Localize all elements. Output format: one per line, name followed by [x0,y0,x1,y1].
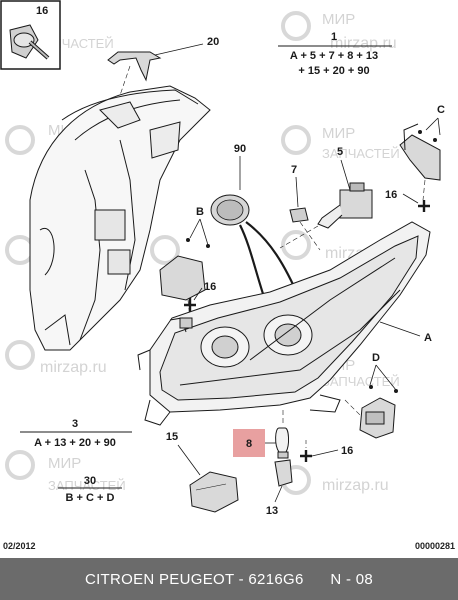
bracket-part-20: 20 [107,36,219,82]
callout-3: 3 [72,418,78,430]
bracket-part-d: D [344,352,398,439]
callout-13: 13 [266,505,278,517]
watermark-text: ЗАПЧАСТЕЙ [48,478,126,493]
screw-part-16-lower: 16 [300,440,353,462]
bulb-part-8: 8 [233,410,289,459]
callout-7: 7 [291,164,297,176]
screw-icon [9,24,50,60]
callout-5: 5 [337,146,343,158]
callout-30: 30 [84,475,96,487]
callout-a: A [424,332,432,344]
watermark-text: МИР [322,11,355,28]
bulb-holder-part-7: 7 [289,164,321,251]
footer-date: 02/2012 [3,541,36,551]
highlight-box [233,429,265,457]
screw-part-16-upper: 16 [385,189,430,212]
bracket-part-c: C [399,104,445,201]
callout-16a: 16 [385,189,397,201]
callout-group-1: 1 A + 5 + 7 + 8 + 13 + 15 + 20 + 90 [278,31,392,77]
footer-page: N - 08 [330,570,374,588]
callout-20: 20 [207,36,219,48]
callout-15: 15 [166,431,178,443]
inset-screw-box: 16 [0,0,61,70]
headlamp-exploded-diagram: МИР ЗАПЧАСТЕЙ mirzap.ru МИР ЗАПЧАСТЕЙ МИ… [0,0,445,517]
watermark-text: МИР [48,455,81,472]
watermark-text: ЗАПЧАСТЕЙ [322,374,400,389]
formula-30: B + C + D [66,492,115,504]
screw-part-16-middle: 16 [184,281,216,312]
callout-d: D [372,352,380,364]
inset-number: 16 [36,5,48,17]
cover-cap-part-90: 90 [210,143,302,301]
footer-separator [304,571,331,588]
formula-1a: A + 5 + 7 + 8 + 13 [290,50,378,62]
bracket-part-b: B [159,206,210,319]
watermark-site: mirzap.ru [322,477,389,494]
module-part-15: 15 [166,431,239,513]
callout-b: B [196,206,204,218]
callout-90: 90 [234,143,246,155]
footer-title: CITROEN PEUGEOT - 6216G6 [84,570,304,588]
formula-1b: + 15 + 20 + 90 [298,65,369,77]
footer-bar: CITROEN PEUGEOT - 6216G6 N - 08 [0,558,458,600]
lens-part-a: A [379,321,432,344]
callout-1: 1 [331,31,337,43]
headlamp-rear-housing [29,85,211,351]
headlamp-main-assembly [137,221,431,426]
formula-3: A + 13 + 20 + 90 [34,437,116,449]
watermark-site: mirzap.ru [330,35,397,52]
callout-16b: 16 [204,281,216,293]
footer-code: 00000281 [414,541,455,551]
callout-group-3: 3 A + 13 + 20 + 90 [20,418,132,449]
holder-part-13: 13 [266,459,293,517]
callout-8: 8 [246,438,252,450]
callout-c: C [437,104,445,116]
bulb-part-5: 5 [279,146,373,249]
watermark-site: mirzap.ru [40,359,107,376]
callout-16c: 16 [341,445,353,457]
watermark-text: ЗАПЧАСТЕЙ [322,146,400,161]
callout-group-30: 30 B + C + D [58,475,122,504]
watermark-text: МИР [322,125,355,142]
